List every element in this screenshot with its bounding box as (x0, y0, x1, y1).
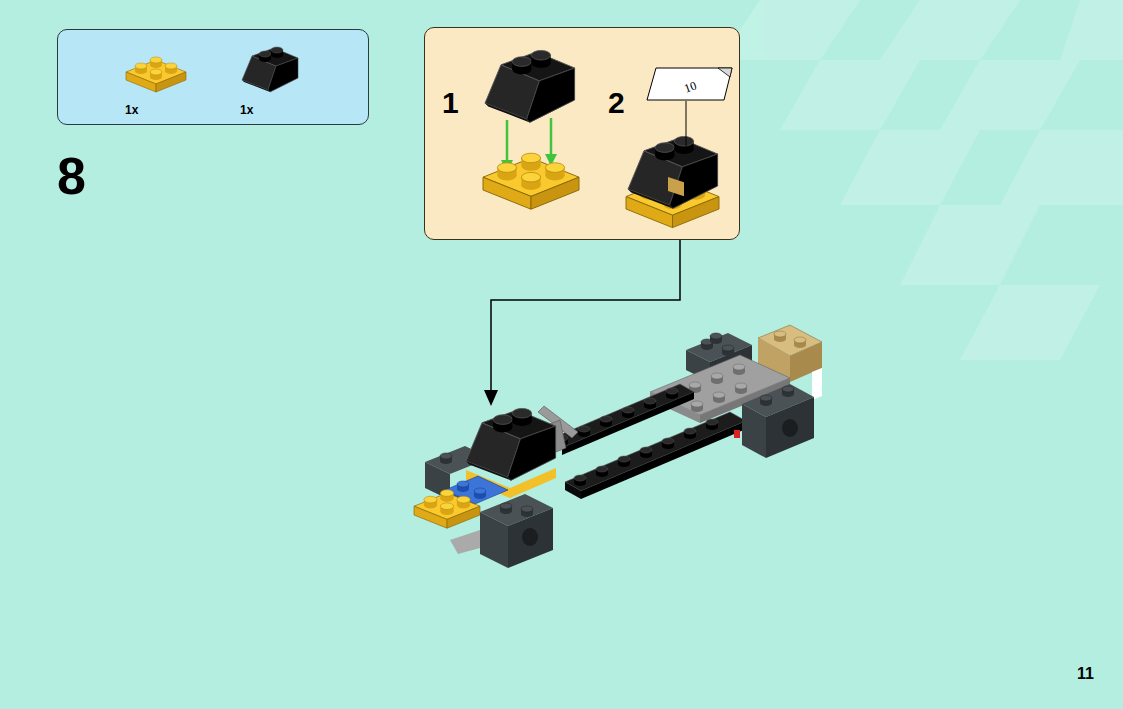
text-holder: 1x (125, 100, 138, 118)
label-holder: 8 (57, 146, 86, 206)
car-model (414, 325, 822, 568)
text-holder: 2 (608, 86, 625, 120)
quantity-label: 1x (125, 103, 138, 117)
step-number: 2 (608, 86, 625, 119)
label-holder: 11 (1077, 665, 1094, 683)
subassembly-panel: 1 2 10 (424, 27, 740, 240)
parts-list-panel: 1x 1x (57, 29, 369, 125)
text-holder: 1x (240, 100, 253, 118)
sticker-label: 10 (646, 67, 733, 101)
text-holder: 1 (442, 86, 459, 120)
step-number: 1 (442, 86, 459, 119)
step-number: 8 (57, 147, 86, 205)
page-number: 11 (1077, 665, 1094, 682)
quantity-label: 1x (240, 103, 253, 117)
